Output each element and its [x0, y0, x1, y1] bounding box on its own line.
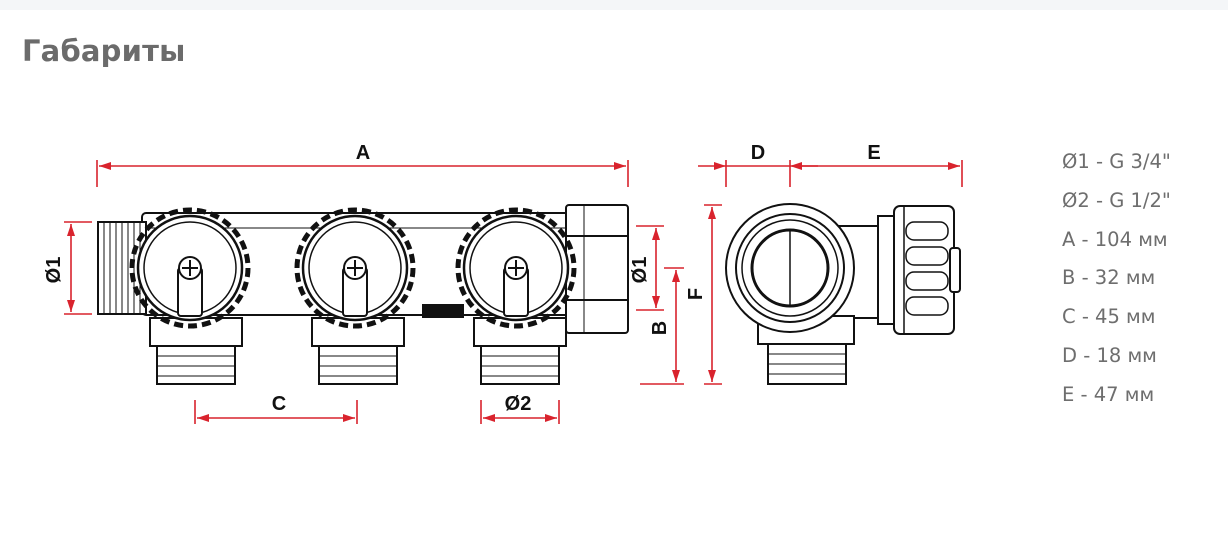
outlet-1 — [149, 317, 243, 385]
outlet-3 — [473, 317, 567, 385]
dim-label-d2: Ø2 — [505, 393, 532, 415]
valve-knob-3 — [455, 207, 577, 329]
spec-c: C - 45 мм — [1062, 305, 1156, 329]
dim-label-d: D — [751, 142, 765, 164]
dim-label-d1-left: Ø1 — [43, 257, 65, 284]
valve-knob-2 — [294, 207, 416, 329]
dim-label-a: A — [356, 142, 370, 164]
top-bar — [0, 0, 1228, 10]
spec-b: B - 32 мм — [1062, 266, 1156, 290]
spec-e: E - 47 мм — [1062, 382, 1155, 406]
dim-label-e: E — [867, 142, 880, 164]
spec-d1: Ø1 - G 3/4" — [1062, 150, 1171, 173]
dim-label-c: C — [272, 393, 286, 415]
valve-knob-1 — [129, 207, 251, 329]
dim-label-f: F — [685, 288, 707, 300]
page-title: Габариты — [22, 34, 186, 68]
manifold-side-view — [725, 203, 961, 385]
outlet-2 — [311, 317, 405, 385]
dim-label-d1-right: Ø1 — [629, 257, 651, 284]
spec-d: D - 18 мм — [1062, 343, 1157, 367]
spec-d2: Ø2 - G 1/2" — [1062, 188, 1171, 212]
spec-a: A - 104 мм — [1062, 227, 1168, 251]
dim-label-b: B — [649, 321, 671, 335]
dimension-lines — [64, 160, 963, 424]
specs-list: Ø1 - G 3/4" Ø2 - G 1/2" A - 104 мм B - 3… — [1062, 148, 1171, 420]
